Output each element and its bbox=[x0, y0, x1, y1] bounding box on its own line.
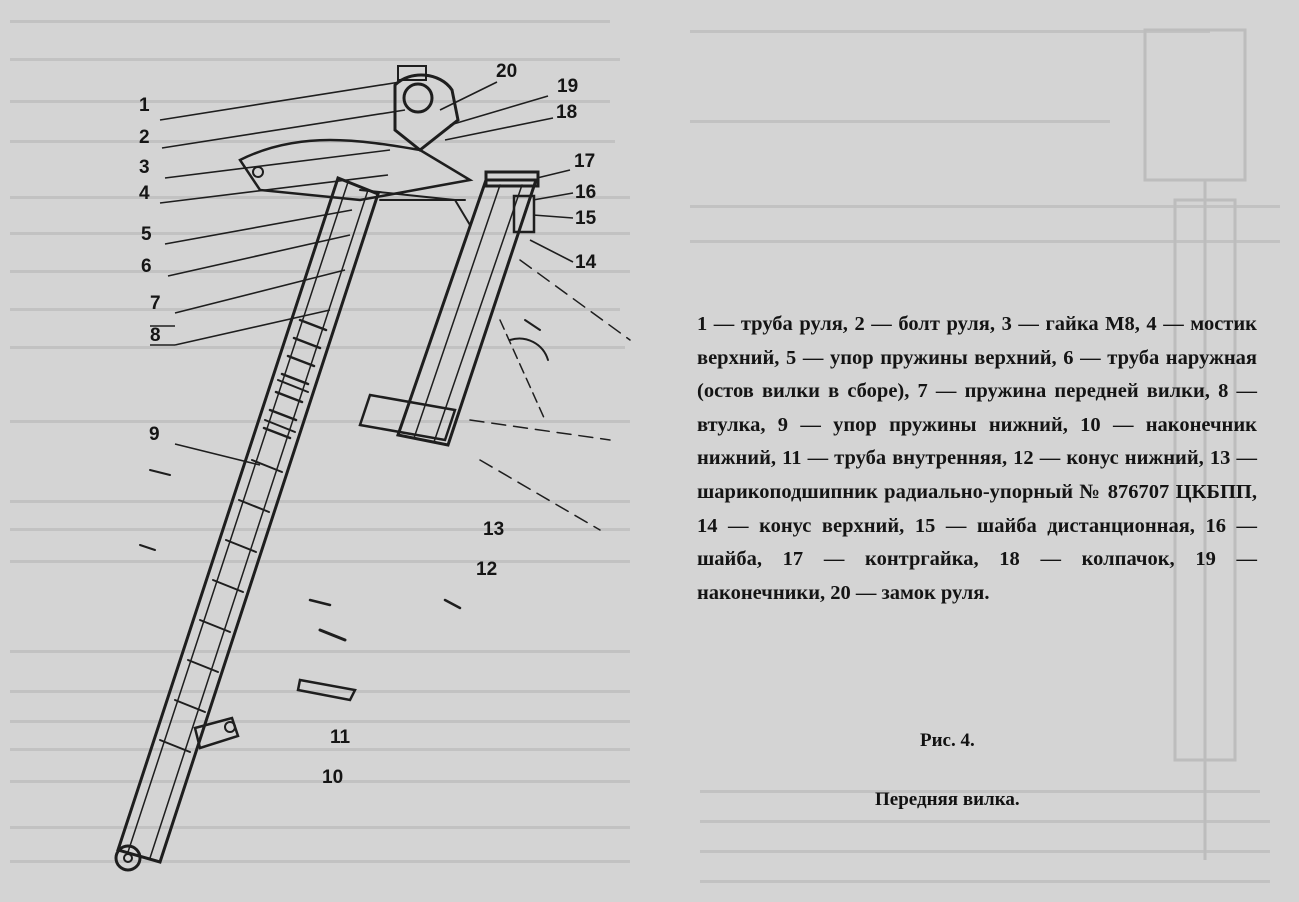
outer-tube bbox=[116, 176, 380, 864]
callout-16: 16 bbox=[575, 182, 597, 203]
callout-8: 8 bbox=[150, 325, 161, 346]
callout-19: 19 bbox=[557, 76, 579, 97]
callout-18: 18 bbox=[556, 102, 578, 123]
upper-bridge bbox=[238, 138, 474, 202]
figure-title: Передняя вилка. bbox=[875, 789, 1020, 810]
callout-6: 6 bbox=[141, 256, 152, 277]
callout-2: 2 bbox=[139, 127, 150, 148]
callout-12: 12 bbox=[476, 559, 498, 580]
callout-9: 9 bbox=[149, 424, 160, 445]
front-fork-drawing bbox=[114, 65, 631, 872]
callout-17: 17 bbox=[574, 151, 596, 172]
callout-5: 5 bbox=[141, 224, 152, 245]
callout-15: 15 bbox=[575, 208, 597, 229]
callout-13: 13 bbox=[483, 519, 505, 540]
callout-11: 11 bbox=[330, 727, 351, 748]
callout-20: 20 bbox=[496, 61, 518, 82]
callout-7: 7 bbox=[150, 293, 161, 314]
callout-3: 3 bbox=[139, 157, 150, 178]
figure-legend: 1 — труба руля, 2 — болт руля, 3 — гайка… bbox=[697, 313, 1257, 604]
callout-1: 1 bbox=[139, 95, 150, 116]
figure-number: Рис. 4. bbox=[920, 730, 975, 751]
callout-10: 10 bbox=[322, 767, 344, 788]
callout-4: 4 bbox=[139, 183, 150, 204]
callout-14: 14 bbox=[575, 252, 597, 273]
